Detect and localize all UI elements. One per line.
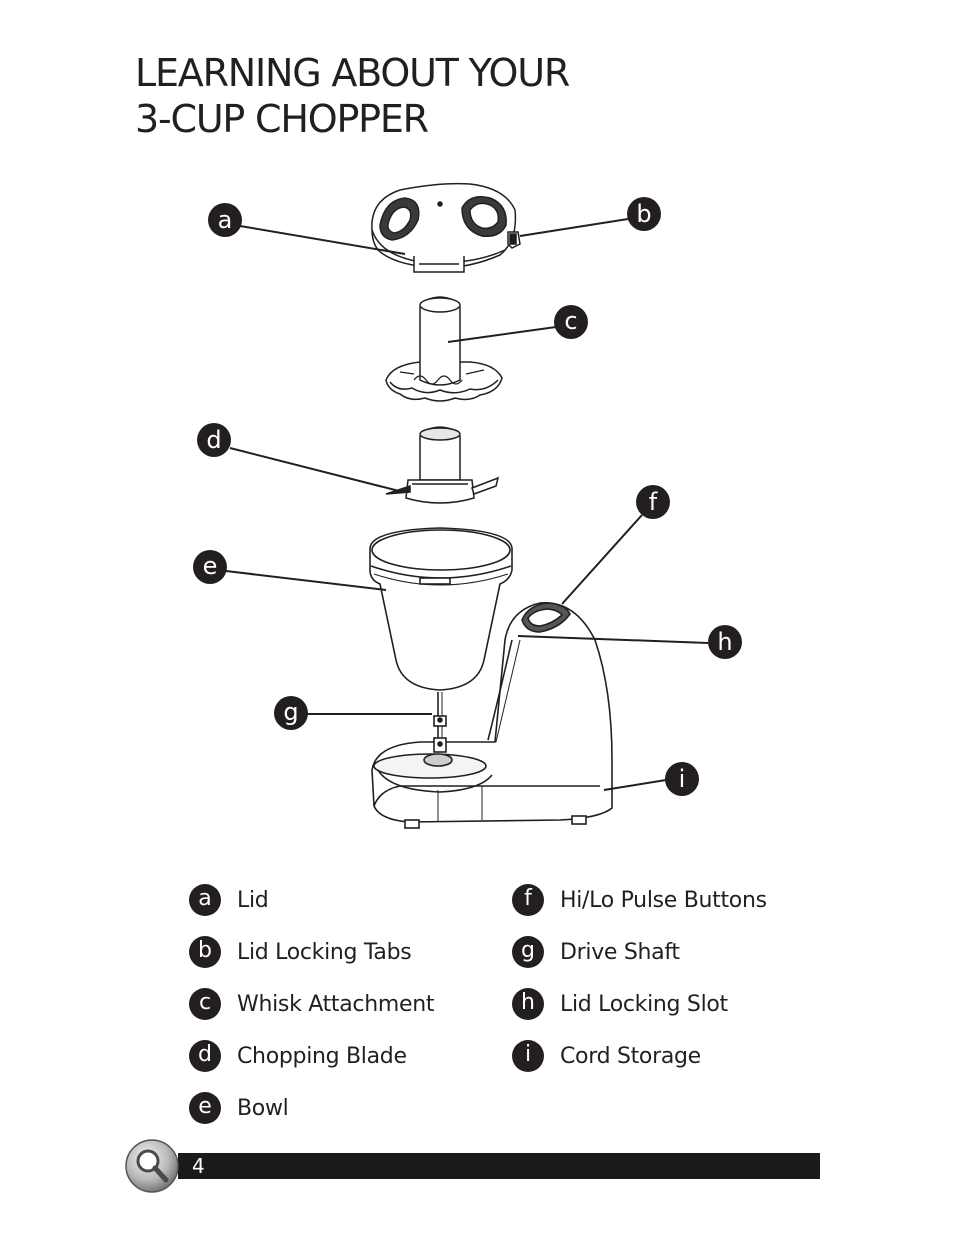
magnifier-icon: [125, 1139, 179, 1193]
legend-column-left: a Lid b Lid Locking Tabs c Whisk Attachm…: [189, 880, 434, 1140]
whisk-illustration: [385, 296, 503, 402]
svg-text:b: b: [636, 200, 651, 228]
svg-text:c: c: [564, 307, 577, 335]
legend-item: b Lid Locking Tabs: [189, 932, 434, 972]
parts-legend: a Lid b Lid Locking Tabs c Whisk Attachm…: [0, 880, 954, 1140]
legend-label: Whisk Attachment: [237, 991, 435, 1017]
legend-label: Cord Storage: [560, 1043, 701, 1069]
chopper-parts-diagram: a b c d e f g h i: [193, 182, 742, 829]
legend-label: Bowl: [237, 1095, 289, 1121]
legend-item: g Drive Shaft: [512, 932, 767, 972]
legend-label: Drive Shaft: [560, 939, 680, 965]
page-number: 4: [192, 1154, 205, 1178]
legend-label: Hi/Lo Pulse Buttons: [560, 887, 767, 913]
blade-illustration: [385, 426, 500, 504]
page-title-line-1: LEARNING ABOUT YOUR: [135, 51, 570, 95]
legend-letter-badge: b: [189, 936, 221, 968]
svg-text:h: h: [717, 628, 732, 656]
legend-letter-badge: f: [512, 884, 544, 916]
callout-h: h: [708, 625, 742, 659]
svg-text:d: d: [206, 426, 221, 454]
callout-d: d: [197, 423, 231, 457]
legend-item: e Bowl: [189, 1088, 434, 1128]
callout-g: g: [274, 696, 308, 730]
svg-text:g: g: [283, 698, 298, 726]
callout-e: e: [193, 550, 227, 584]
base-illustration: [371, 602, 613, 829]
legend-letter-badge: h: [512, 988, 544, 1020]
svg-text:e: e: [203, 552, 218, 580]
legend-item: i Cord Storage: [512, 1036, 767, 1076]
svg-text:i: i: [679, 765, 686, 793]
legend-item: a Lid: [189, 880, 434, 920]
legend-item: f Hi/Lo Pulse Buttons: [512, 880, 767, 920]
page-title: LEARNING ABOUT YOUR 3-CUP CHOPPER: [135, 50, 570, 142]
legend-item: h Lid Locking Slot: [512, 984, 767, 1024]
svg-text:a: a: [218, 206, 233, 234]
legend-letter-badge: e: [189, 1092, 221, 1124]
leader-lines: [225, 218, 709, 791]
legend-letter-badge: i: [512, 1040, 544, 1072]
legend-label: Lid: [237, 887, 269, 913]
legend-label: Chopping Blade: [237, 1043, 407, 1069]
callout-a: a: [208, 203, 242, 237]
bowl-illustration: [369, 527, 513, 691]
legend-letter-badge: d: [189, 1040, 221, 1072]
legend-label: Lid Locking Slot: [560, 991, 728, 1017]
legend-letter-badge: a: [189, 884, 221, 916]
lid-illustration: [371, 182, 521, 273]
page-title-line-2: 3-CUP CHOPPER: [135, 97, 429, 141]
callout-b: b: [627, 197, 661, 231]
legend-item: c Whisk Attachment: [189, 984, 434, 1024]
legend-item: d Chopping Blade: [189, 1036, 434, 1076]
callout-i: i: [665, 762, 699, 796]
legend-letter-badge: g: [512, 936, 544, 968]
legend-label: Lid Locking Tabs: [237, 939, 412, 965]
legend-letter-badge: c: [189, 988, 221, 1020]
callout-f: f: [636, 485, 670, 519]
footer-bar: 4: [178, 1153, 820, 1179]
svg-text:f: f: [649, 488, 658, 516]
legend-column-right: f Hi/Lo Pulse Buttons g Drive Shaft h Li…: [512, 880, 767, 1088]
callout-c: c: [554, 305, 588, 339]
